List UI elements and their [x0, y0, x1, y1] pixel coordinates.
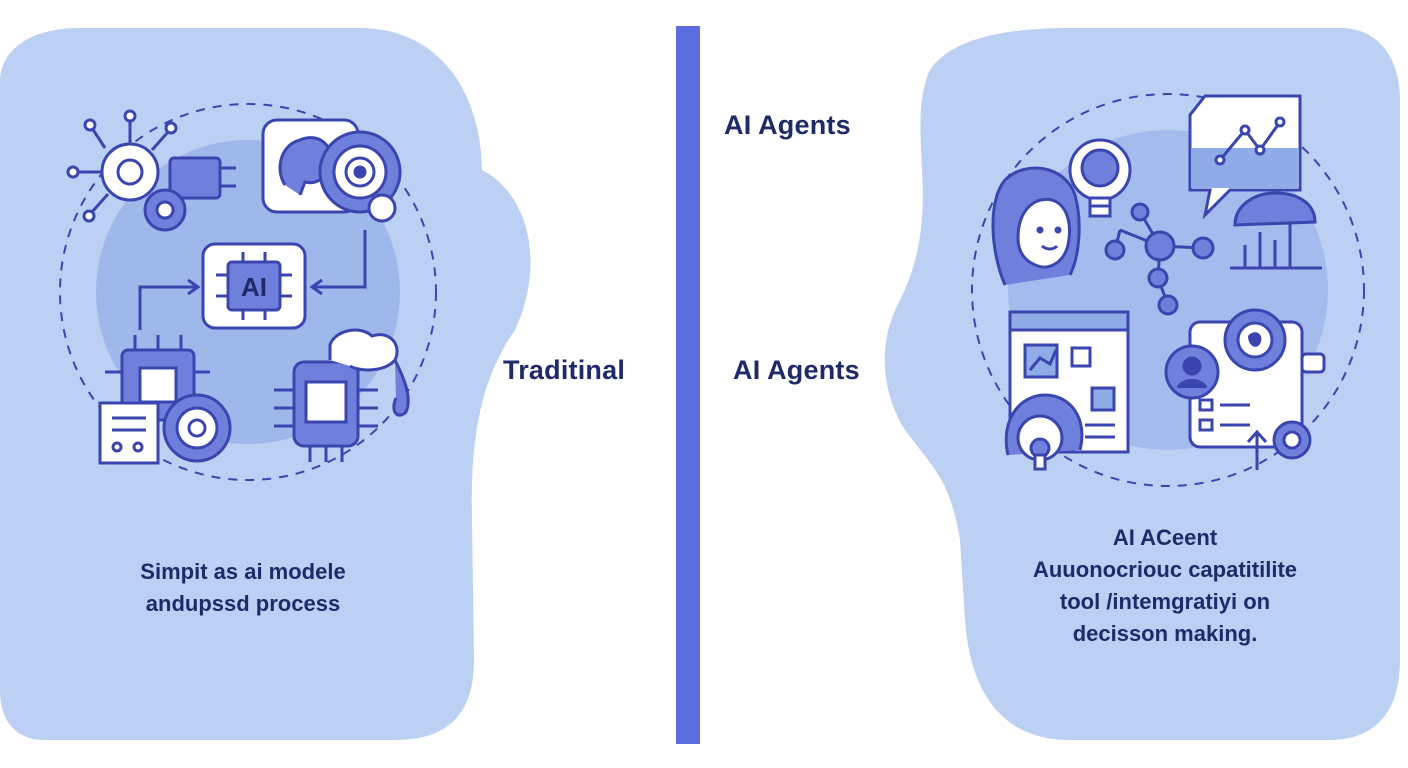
- person-headset-icon: [1004, 393, 1084, 471]
- right-caption-line2: Auuonocriouc capatitilite: [1032, 557, 1298, 582]
- left-icons: AI: [66, 109, 410, 465]
- bar-chart-icon: [1230, 191, 1322, 270]
- network-icon: [1104, 202, 1215, 316]
- left-caption-line2: andupssd process: [145, 591, 341, 616]
- ai-agents-mid-label: AI Agents: [733, 355, 860, 385]
- circuit-gear-icon: [66, 109, 236, 232]
- left-caption: Simpit as ai modele andupssd process: [98, 556, 388, 620]
- left-caption-line1: Simpit as ai modele: [140, 559, 346, 584]
- right-icons: [991, 94, 1326, 471]
- center-divider: [676, 26, 700, 744]
- traditional-label: Traditinal: [503, 355, 626, 385]
- brain-gear-icon: [261, 118, 402, 223]
- robot-cloud-icon: [274, 328, 410, 462]
- right-caption-line3: tool /intemgratiyi on: [1059, 589, 1271, 614]
- document-gear-icon: [98, 393, 232, 465]
- document-gear-icon-right: [1188, 308, 1326, 470]
- right-caption: AI ACeent Auuonocriouc capatitilite tool…: [1000, 522, 1330, 650]
- ai-agents-top-label: AI Agents: [724, 110, 851, 140]
- lightbulb-icon: [1068, 138, 1132, 218]
- right-caption-line4: decisson making.: [1072, 621, 1258, 646]
- globe-user-icon: [1164, 344, 1220, 400]
- right-caption-line1: AI ACeent: [1112, 525, 1218, 550]
- chip-ai-text: AI: [241, 272, 267, 302]
- ai-chip-icon: [138, 230, 367, 330]
- person-icon: [991, 166, 1081, 286]
- chat-chart-icon: [1188, 94, 1302, 220]
